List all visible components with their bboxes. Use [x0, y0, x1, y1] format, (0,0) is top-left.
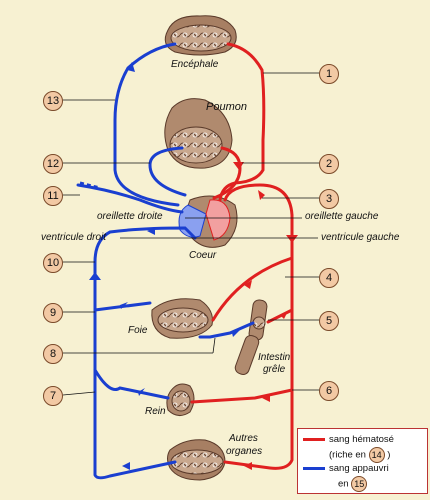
ventricule-droit-label: ventricule droit [41, 232, 107, 243]
rein-organ [166, 383, 195, 416]
aorta-descending [223, 183, 294, 470]
encephale-organ [164, 15, 237, 56]
legend: sang hématosé (riche en 14 ) sang appauv… [297, 428, 428, 494]
intestin-organ [234, 299, 268, 375]
aorta-to-encephale [218, 42, 266, 202]
marker-6: 6 [319, 381, 339, 401]
pulmonary-vein-left [148, 146, 187, 197]
marker-13: 13 [43, 91, 63, 111]
vena-cava-inferior [93, 226, 197, 480]
legend-red-pre: (riche en [329, 449, 366, 461]
vena-cava-superior-from-encephale [113, 42, 180, 207]
legend-red-post: ) [387, 449, 391, 461]
marker-3: 3 [319, 189, 339, 209]
intestin-label: Intestin [258, 352, 291, 363]
renal-vein [93, 368, 170, 400]
foie-label: Foie [128, 325, 148, 336]
marker-8: 8 [43, 344, 63, 364]
legend-marker-14: 14 [368, 447, 385, 463]
marker-11: 11 [43, 186, 63, 206]
legend-red-swatch [303, 438, 325, 441]
oreillette-gauche-label: oreillette gauche [305, 211, 379, 222]
legend-red-line2: (riche en 14 ) [329, 447, 390, 463]
rein-label: Rein [145, 406, 166, 417]
poumon-organ [164, 98, 233, 169]
encephale-label: Encéphale [171, 59, 219, 70]
leader-lines [62, 72, 319, 396]
red-arrowheads [233, 162, 298, 470]
hepatic-artery [211, 256, 294, 322]
autres-organes-organ [167, 439, 226, 481]
coeur-organ [178, 195, 238, 248]
legend-blue-pre: en [338, 478, 349, 490]
legend-blue-line2: en 15 [338, 476, 368, 492]
marker-12: 12 [43, 154, 63, 174]
legend-blue-line1: sang appauvri [329, 463, 389, 474]
poumon-label: Poumon [206, 101, 247, 113]
marker-9: 9 [43, 303, 63, 323]
portal-vein [198, 321, 255, 339]
marker-7: 7 [43, 386, 63, 406]
organes-label: organes [226, 446, 263, 457]
dotted-vessel [79, 181, 101, 190]
marker-5: 5 [319, 311, 339, 331]
renal-artery [190, 388, 294, 404]
marker-10: 10 [43, 253, 63, 273]
grele-label: grêle [263, 364, 286, 375]
autres-label: Autres [229, 433, 258, 444]
marker-4: 4 [319, 268, 339, 288]
coeur-label: Coeur [189, 250, 217, 261]
legend-marker-15: 15 [351, 476, 368, 492]
oreillette-droite-label: oreillette droite [97, 211, 163, 222]
marker-1: 1 [319, 64, 339, 84]
legend-red-line1: sang hématosé [329, 434, 394, 445]
marker-2: 2 [319, 154, 339, 174]
legend-blue-swatch [303, 467, 325, 470]
blue-arrowheads [89, 62, 240, 470]
ventricule-gauche-label: ventricule gauche [321, 232, 400, 243]
foie-organ [151, 298, 213, 339]
